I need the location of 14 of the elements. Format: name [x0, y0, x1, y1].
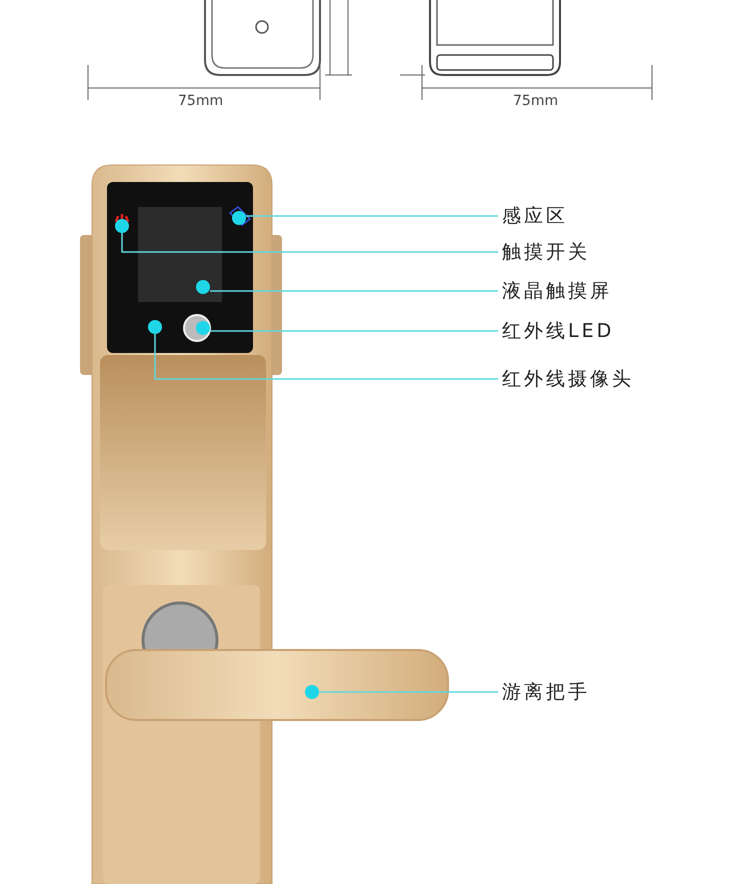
dimension-label: 75mm — [513, 93, 558, 109]
leader-line — [319, 691, 498, 693]
callout-label: 液晶触摸屏 — [502, 279, 612, 303]
leader-line — [154, 334, 498, 380]
leader-line — [210, 330, 498, 332]
leader-line — [121, 233, 498, 253]
dimension-label: 75mm — [178, 93, 224, 109]
callout-label: 红外线摄像头 — [502, 367, 634, 391]
callout-label: 触摸开关 — [502, 240, 590, 264]
callout-label: 红外线LED — [502, 319, 614, 343]
callout-label: 感应区 — [502, 204, 568, 228]
callout-label: 游离把手 — [502, 680, 590, 704]
leader-line — [246, 215, 498, 217]
leader-line — [210, 290, 498, 292]
